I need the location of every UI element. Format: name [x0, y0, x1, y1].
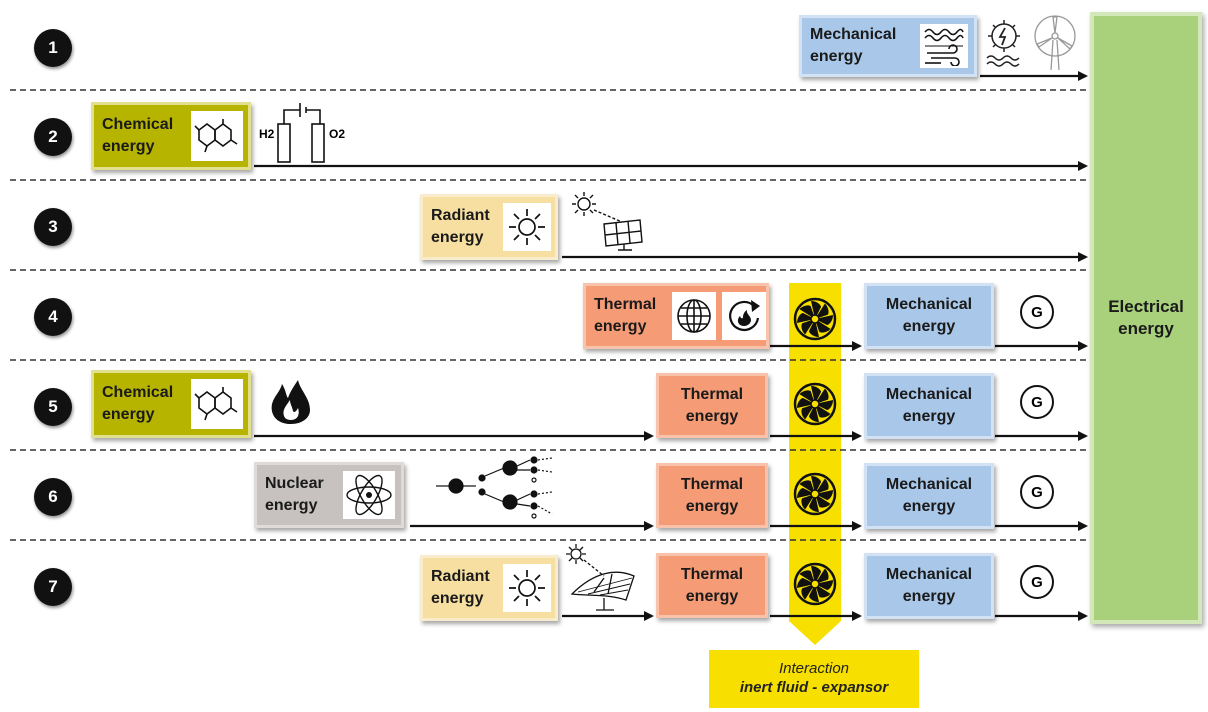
molecule-icon [191, 379, 243, 429]
mechanical-energy-label: Mechanical energy [810, 26, 897, 65]
interaction-title: Interaction [778, 660, 850, 677]
row-number-4: 4 [34, 298, 72, 336]
nuclear-energy-box-row6: Nuclear energy [254, 462, 404, 528]
row-number-1: 1 [34, 29, 72, 67]
fission-chain-icon [436, 456, 553, 519]
chemical-energy-label: Chemical energy [102, 384, 174, 423]
generator-icon-row7: G [1020, 565, 1054, 599]
turbine-icon-row7 [793, 562, 837, 606]
heat-cycle-icon [722, 292, 766, 340]
generator-icon-row5: G [1020, 385, 1054, 419]
thermal-energy-label: Thermal energy [680, 475, 744, 515]
mechanical-energy-box-row1: Mechanical energy [799, 15, 977, 77]
nuclear-energy-label: Nuclear energy [265, 475, 324, 514]
turbine-icon-row6 [793, 472, 837, 516]
mechanical-energy-label: Mechanical energy [885, 566, 973, 605]
thermal-energy-box-row6: Thermal energy [656, 463, 768, 528]
thermal-energy-box-row4: Thermal energy [583, 283, 769, 349]
sun-icon [503, 203, 551, 251]
mechanical-energy-label: Mechanical energy [885, 296, 973, 335]
thermal-energy-box-row5: Thermal energy [656, 373, 768, 438]
generator-icon-row6: G [1020, 475, 1054, 509]
mechanical-energy-label: Mechanical energy [885, 476, 973, 515]
water-wind-icon [920, 24, 968, 68]
turbine-icon-row5 [793, 382, 837, 426]
wind-turbine-icon [1034, 15, 1076, 71]
atom-icon [343, 471, 395, 519]
interaction-band [789, 283, 841, 645]
mechanical-energy-box-row5: Mechanical energy [864, 373, 994, 439]
molecule-icon [191, 111, 243, 161]
fuel-cell-icon [277, 103, 325, 163]
row-number-3: 3 [34, 208, 72, 246]
interaction-label-box: Interaction inert fluid - expansor [709, 650, 919, 708]
radiant-energy-label: Radiant energy [431, 207, 490, 246]
mechanical-energy-box-row6: Mechanical energy [864, 463, 994, 529]
turbine-icon-row4 [793, 297, 837, 341]
generator-icon-row4: G [1020, 295, 1054, 329]
geothermal-globe-icon [672, 292, 716, 340]
hydro-turbine-icon [986, 20, 1020, 67]
radiant-energy-label: Radiant energy [431, 568, 490, 607]
interaction-subtitle: inert fluid - expansor [739, 679, 889, 696]
radiant-energy-box-row3: Radiant energy [420, 194, 558, 260]
fuel-cell-o2-label: O2 [329, 127, 346, 141]
mechanical-energy-box-row4: Mechanical energy [864, 283, 994, 349]
electrical-energy-label: Electrical energy [1108, 297, 1184, 338]
chemical-energy-label: Chemical energy [102, 116, 174, 155]
row-number-2: 2 [34, 118, 72, 156]
thermal-energy-box-row7: Thermal energy [656, 553, 768, 618]
chemical-energy-box-row2: Chemical energy [91, 102, 251, 170]
radiant-energy-box-row7: Radiant energy [420, 555, 558, 621]
chemical-energy-box-row5: Chemical energy [91, 370, 251, 438]
mechanical-energy-box-row7: Mechanical energy [864, 553, 994, 619]
row-number-6: 6 [34, 478, 72, 516]
sun-icon [503, 564, 551, 612]
row-number-5: 5 [34, 388, 72, 426]
row-number-7: 7 [34, 568, 72, 606]
fuel-cell-h2-label: H2 [259, 127, 275, 141]
thermal-energy-label: Thermal energy [680, 385, 744, 425]
solar-panel-icon [572, 192, 643, 251]
thermal-energy-label: Thermal energy [594, 296, 657, 335]
flame-icon [271, 380, 310, 424]
solar-concentrator-icon [566, 544, 635, 611]
electrical-energy-box: Electrical energy [1090, 12, 1202, 624]
thermal-energy-label: Thermal energy [680, 565, 744, 605]
mechanical-energy-label: Mechanical energy [885, 386, 973, 425]
